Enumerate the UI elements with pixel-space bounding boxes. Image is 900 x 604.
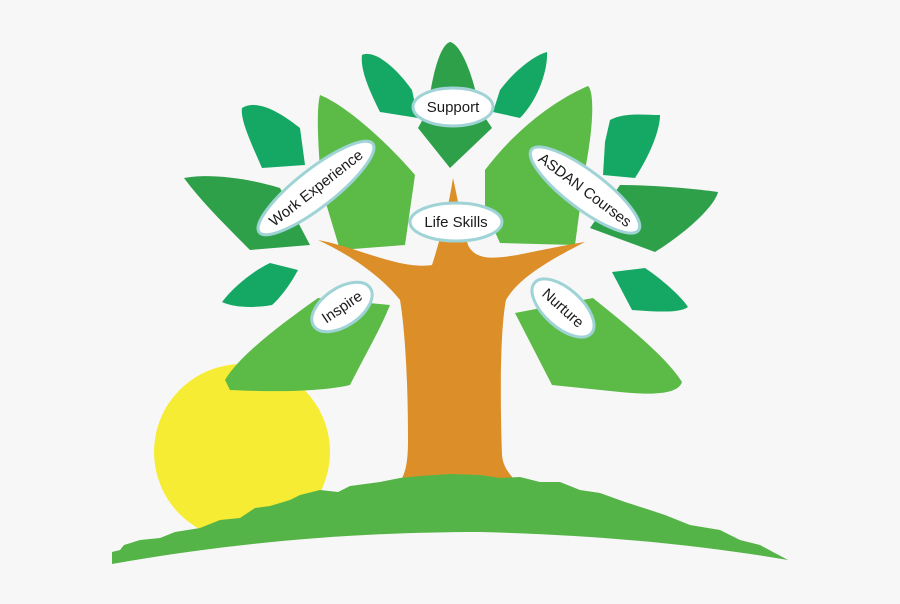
life-skills-text: Life Skills <box>424 214 487 231</box>
work-experience-bubble <box>256 139 376 237</box>
leaf-upper-left <box>241 104 305 168</box>
tree-trunk <box>318 178 585 485</box>
support-bubble <box>411 86 495 128</box>
leaf-lower-right <box>612 268 688 312</box>
leaf-lower-left <box>222 263 298 307</box>
label-inspire: Inspire <box>310 280 374 334</box>
life-skills-bubble <box>408 201 504 243</box>
sun <box>154 364 330 540</box>
label-life-skills: Life Skills <box>408 201 504 243</box>
leaf-upper-right <box>603 114 660 178</box>
asdan-courses-bubble <box>528 145 642 235</box>
leaf-top-right <box>493 52 548 118</box>
inspire-bubble <box>310 280 374 334</box>
leaf-top-left <box>361 53 418 118</box>
grassy-hill <box>112 474 788 564</box>
support-text: Support <box>427 99 480 116</box>
nurture-bubble <box>530 277 596 339</box>
label-support: Support <box>411 86 495 128</box>
leaf-big-upper-left <box>317 95 415 250</box>
